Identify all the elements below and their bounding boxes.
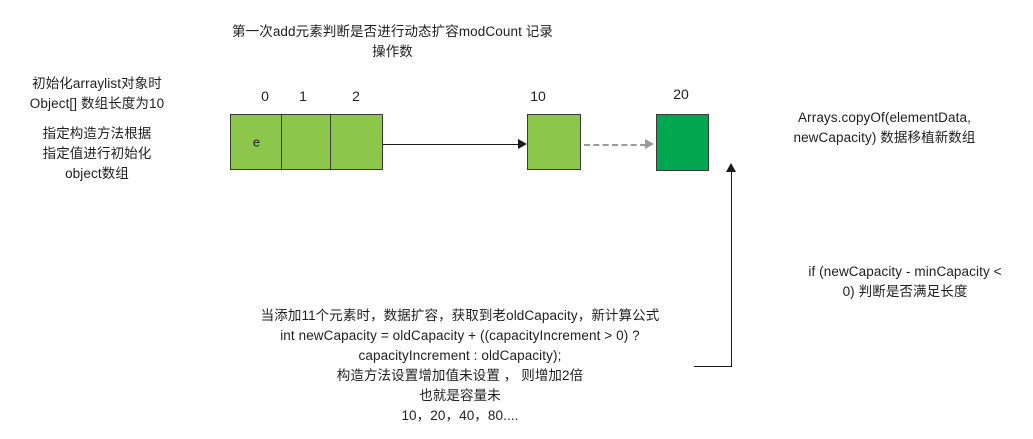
array-cell-1[interactable] xyxy=(281,114,332,170)
array-cell-2[interactable] xyxy=(329,114,383,170)
bottom-annotation-growth-formula: 当添加11个元素时，数据扩容，获取到老oldCapacity，新计算公式 int… xyxy=(260,308,660,423)
index-label-20: 20 xyxy=(673,86,689,102)
arrowhead-up-icon xyxy=(725,163,736,172)
right-annotation-newcapacity-check: if (newCapacity - minCapacity < 0) 判断是否满… xyxy=(808,264,1002,299)
array-cell-0-value: e xyxy=(252,134,261,150)
index-label-1: 1 xyxy=(299,88,307,104)
left-annotation-constructor: 指定构造方法根据 指定值进行初始化 object数组 xyxy=(42,126,152,181)
connector-array-to-capacity10 xyxy=(383,143,519,146)
connector-bottom-horizontal xyxy=(694,365,732,368)
connector-bottom-vertical xyxy=(730,172,733,367)
index-label-10: 10 xyxy=(530,88,546,104)
arrowhead-right-icon xyxy=(518,139,527,149)
diagram-title: 第一次add元素判断是否进行动态扩容modCount 记录 操作数 xyxy=(232,24,553,59)
left-annotation-init-arraylist: 初始化arraylist对象时 Object[] 数组长度为10 xyxy=(29,76,165,111)
capacity-cell-10[interactable] xyxy=(527,114,581,170)
index-label-0: 0 xyxy=(261,88,269,104)
right-annotation-arrays-copyof: Arrays.copyOf(elementData, newCapacity) … xyxy=(793,110,976,145)
array-cell-0[interactable]: e xyxy=(230,114,283,170)
index-label-2: 2 xyxy=(352,88,360,104)
connector-dashed-capacity10-to-capacity20 xyxy=(584,143,646,146)
capacity-cell-20[interactable] xyxy=(656,114,709,171)
arrowhead-right-dashed-icon xyxy=(645,139,654,149)
